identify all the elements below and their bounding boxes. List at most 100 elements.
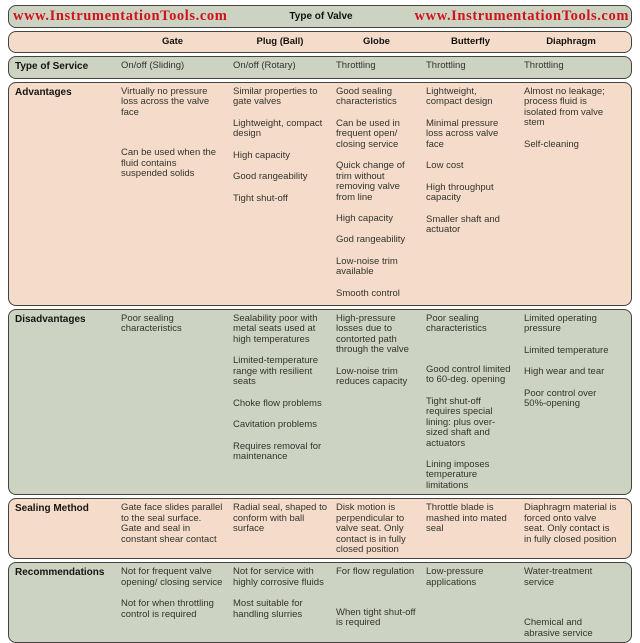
cell-paragraph: Low-noise trim available (336, 255, 398, 278)
cell-spacer (524, 599, 618, 607)
cell-paragraph: Limited operating pressure (524, 313, 597, 335)
cell-recommendations-butterfly: Low-pressure applications (426, 567, 524, 639)
cell-paragraph: Lining imposes temperature limitations (426, 458, 490, 491)
watermark-left: www.InstrumentationTools.com (13, 8, 228, 24)
cell-paragraph: Almost no leakage; process fluid is isol… (524, 86, 605, 129)
cell-sealing-method-butterfly: Throttle blade is mashed into mated seal (426, 502, 524, 555)
cell-paragraph: Good sealing characteristics (336, 86, 397, 108)
cell-sealing-method-globe: Disk motion is perpendicular to valve se… (336, 503, 426, 555)
row-advantages: Advantages Virtually no pressure loss ac… (8, 82, 632, 306)
cell-paragraph: Choke flow problems (233, 397, 322, 409)
row-label-disadvantages: Disadvantages (15, 314, 86, 325)
watermark-right: www.InstrumentationTools.com (414, 8, 629, 24)
cell-paragraph: Poor control over 50%-opening (524, 387, 597, 410)
column-header-plug-ball: Plug (Ball) (256, 35, 304, 47)
column-header-globe: Globe (363, 35, 390, 47)
column-header-diaphragm: Diaphragm (546, 35, 596, 47)
cell-paragraph: Diaphragm material is forced onto valve … (524, 502, 617, 545)
cell-sealing-method-plug: Radial seal, shaped to conform with ball… (233, 502, 336, 555)
cell-type-of-service-gate: On/off (Sliding) (121, 60, 233, 75)
cell-paragraph: Sealability poor with metal seats used a… (233, 313, 318, 345)
cell-paragraph: God rangeability (336, 234, 406, 246)
cell-paragraph: Can be used in frequent open/ closing se… (336, 117, 400, 150)
cell-paragraph: Quick change of trim without removing va… (336, 160, 405, 203)
cell-paragraph: Gate face slides parallel to the seal su… (121, 502, 223, 545)
cell-spacer (336, 589, 417, 597)
row-type-of-service: Type of Service On/off (Sliding) On/off … (8, 56, 632, 79)
header-banner: www.InstrumentationTools.com Type of Val… (8, 5, 632, 28)
cell-advantages-gate: Virtually no pressure loss across the va… (121, 86, 233, 302)
cell-recommendations-plug: Not for service with highly corrosive fl… (233, 567, 336, 639)
row-label-advantages: Advantages (15, 87, 72, 98)
cell-paragraph: Radial seal, shaped to conform with ball… (233, 502, 328, 535)
cell-paragraph: On/off (Sliding) (121, 60, 185, 71)
cell-paragraph: Lightweight, compact design (233, 117, 323, 140)
cell-recommendations-gate: Not for frequent valve opening/ closing … (121, 567, 233, 639)
row-label-recommendations: Recommendations (15, 567, 105, 579)
cell-paragraph: Good rangeability (233, 171, 308, 183)
cell-paragraph: Self-cleaning (524, 138, 579, 150)
cell-spacer (426, 346, 515, 354)
column-header-row: Gate Plug (Ball) Globe Butterfly Diaphra… (8, 31, 632, 53)
cell-paragraph: Not for service with highly corrosive fl… (233, 566, 324, 588)
cell-paragraph: Water-treatment service (524, 566, 593, 588)
table-title: Type of Valve (289, 11, 353, 22)
cell-paragraph: For flow regulation (336, 566, 415, 578)
cell-sealing-method-gate: Gate face slides parallel to the seal su… (121, 503, 233, 555)
column-header-butterfly: Butterfly (450, 35, 491, 47)
cell-paragraph: High throughput capacity (426, 181, 494, 204)
cell-paragraph: Tight shut-off requires special lining: … (426, 395, 496, 449)
cell-disadvantages-globe: High-pressure losses due to contorted pa… (336, 313, 426, 491)
cell-paragraph: Low-noise trim reduces capacity (336, 365, 408, 388)
cell-paragraph: Can be used when the fluid contains susp… (121, 147, 217, 180)
cell-type-of-service-diaphragm: Throttling (524, 60, 627, 75)
cell-paragraph: High-pressure losses due to contorted pa… (336, 313, 409, 356)
cell-paragraph: Disk motion is perpendicular to valve se… (336, 502, 406, 555)
cell-paragraph: Requires removal for maintenance (233, 440, 322, 462)
row-label-type-of-service: Type of Service (15, 61, 89, 72)
cell-paragraph: Low cost (426, 160, 464, 172)
cell-paragraph: When tight shut-off is required (336, 606, 416, 629)
row-sealing-method: Sealing Method Gate face slides parallel… (8, 498, 632, 560)
cell-paragraph: Low-pressure applications (426, 566, 484, 588)
cell-paragraph: Smaller shaft and actuator (426, 213, 500, 235)
cell-paragraph: Lightweight, compact design (426, 86, 493, 108)
cell-paragraph: Most suitable for handling slurries (233, 598, 303, 620)
cell-paragraph: Limited temperature (524, 344, 609, 356)
cell-paragraph: Similar properties to gate valves (233, 86, 318, 108)
cell-paragraph: On/off (Rotary) (233, 60, 296, 71)
column-header-gate: Gate (161, 35, 184, 47)
cell-paragraph: Poor sealing characteristics (121, 313, 182, 335)
cell-spacer (121, 129, 224, 137)
cell-paragraph: High wear and tear (524, 366, 605, 378)
cell-disadvantages-plug: Sealability poor with metal seats used a… (233, 313, 336, 491)
cell-type-of-service-globe: Throttling (336, 60, 426, 75)
cell-paragraph: Poor sealing characteristics (426, 313, 487, 335)
cell-type-of-service-plug: On/off (Rotary) (233, 60, 336, 75)
cell-paragraph: Smooth control (336, 287, 400, 299)
cell-paragraph: High capacity (233, 149, 291, 161)
cell-paragraph: Throttling (426, 60, 466, 71)
cell-type-of-service-butterfly: Throttling (426, 60, 524, 75)
cell-paragraph: Minimal pressure loss across valve face (426, 117, 499, 150)
row-disadvantages: Disadvantages Poor sealing characteristi… (8, 309, 632, 496)
cell-paragraph: High capacity (336, 212, 394, 224)
cell-paragraph: Virtually no pressure loss across the va… (121, 86, 210, 118)
cell-paragraph: Throttling (524, 60, 564, 71)
cell-paragraph: Cavitation problems (233, 419, 317, 431)
cell-paragraph: Not for frequent valve opening/ closing … (121, 566, 223, 588)
row-label-sealing-method: Sealing Method (15, 503, 89, 515)
cell-disadvantages-gate: Poor sealing characteristics (121, 313, 233, 491)
cell-advantages-diaphragm: Almost no leakage; process fluid is isol… (524, 86, 627, 302)
cell-paragraph: Not for when throttling control is requi… (121, 598, 214, 620)
cell-paragraph: Good control limited to 60-deg. opening (426, 363, 511, 386)
cell-paragraph: Chemical and abrasive service (524, 617, 593, 639)
